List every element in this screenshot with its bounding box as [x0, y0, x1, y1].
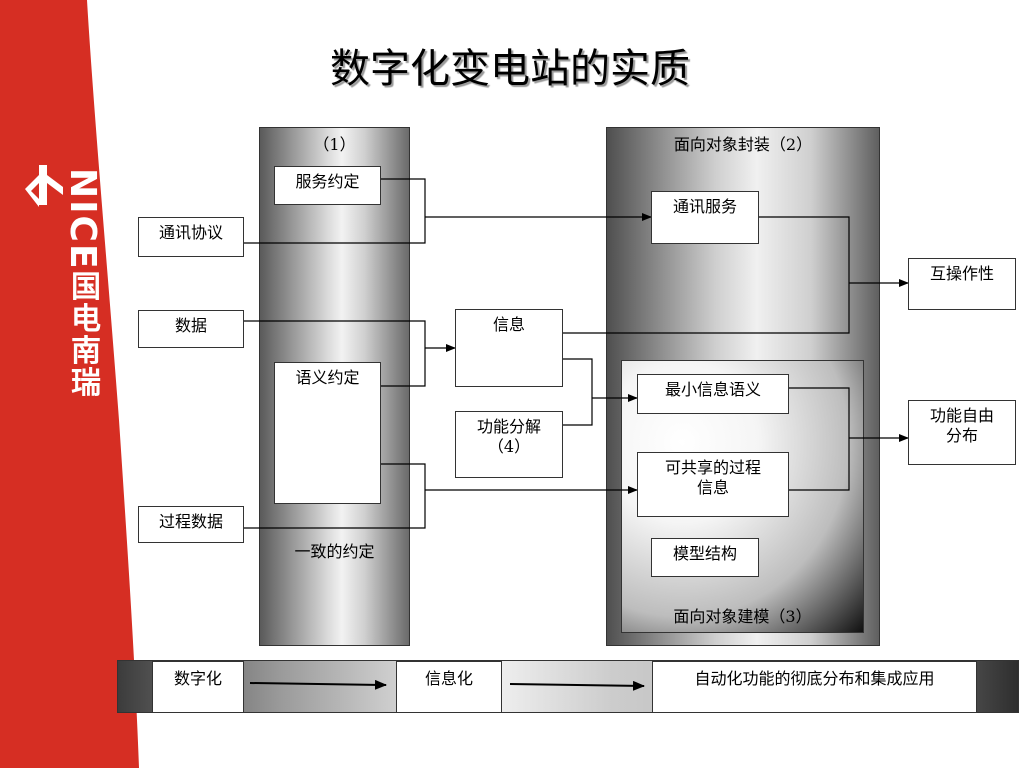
- left-panel-bottom-label: 一致的约定: [294, 542, 375, 561]
- semantic-convention-box: 语义约定: [274, 362, 381, 504]
- min-info-semantic-box: 最小信息语义: [637, 374, 789, 414]
- shareable-line1: 可共享的过程: [664, 458, 761, 477]
- model-structure-box: 模型结构: [651, 538, 759, 577]
- data-box: 数据: [138, 310, 244, 348]
- comm-service-box: 通讯服务: [651, 191, 759, 244]
- func-free-line1: 功能自由: [929, 406, 994, 425]
- brand-white-curve: [87, 0, 140, 768]
- digitalization-step: 数字化: [152, 661, 244, 713]
- page-title: 数字化变电站的实质: [330, 46, 690, 92]
- func-decomp-box: 功能分解 （4）: [455, 411, 563, 478]
- info-box: 信息: [455, 309, 563, 387]
- left-panel-top-label: （1）: [313, 135, 356, 154]
- brand-logo-text: NICE国电南瑞: [62, 168, 103, 399]
- brand-strip: [0, 0, 140, 768]
- inner-panel-bottom-label: 面向对象建模（3）: [673, 607, 812, 626]
- automation-step: 自动化功能的彻底分布和集成应用: [652, 661, 977, 713]
- informatization-step: 信息化: [396, 661, 502, 713]
- process-data-box: 过程数据: [138, 506, 244, 543]
- comm-protocol-box: 通讯协议: [138, 217, 244, 257]
- brand-red-band: [0, 0, 140, 768]
- info-decomp-connector: [562, 358, 593, 426]
- shareable-line2: 信息: [696, 478, 729, 497]
- right-panel-top-label: 面向对象封装（2）: [673, 135, 813, 154]
- service-convention-box: 服务约定: [274, 166, 381, 205]
- func-decomp-line2: （4）: [487, 437, 531, 456]
- shareable-info-box: 可共享的过程 信息: [637, 452, 789, 517]
- func-free-line2: 分布: [945, 426, 978, 445]
- nice-logo-icon: [25, 165, 63, 207]
- func-free-distribution-box: 功能自由 分布: [908, 400, 1016, 465]
- func-decomp-line1: 功能分解: [476, 417, 541, 436]
- interoperability-box: 互操作性: [908, 258, 1016, 310]
